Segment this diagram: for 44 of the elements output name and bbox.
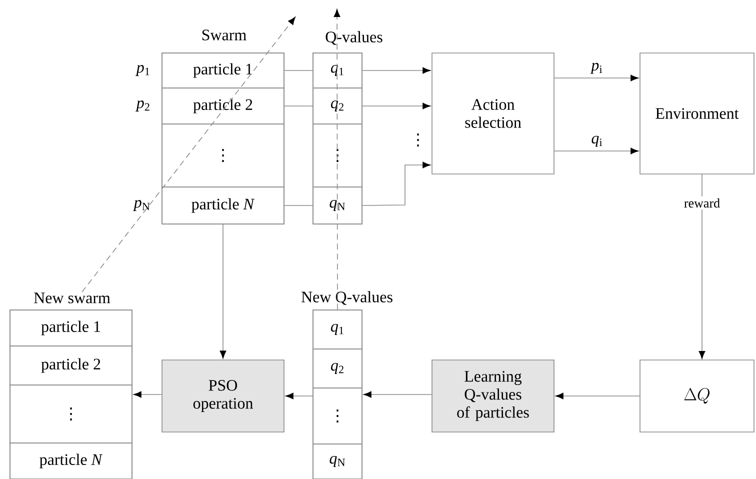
arrow	[698, 174, 706, 359]
arrow	[220, 224, 226, 358]
leader-arrow	[82, 16, 296, 292]
arrow	[554, 148, 638, 154]
table-row: particle N	[10, 442, 132, 479]
table-row: q$_{N}$	[312, 444, 362, 479]
process-box: PSO operation	[162, 360, 284, 432]
node-label: New swarm	[34, 292, 110, 304]
dots-row: ⋮	[312, 388, 362, 444]
table-row: particle N	[162, 186, 284, 224]
table-row: q$_{1}$	[312, 310, 362, 350]
row-label: p$_{N}$	[132, 200, 150, 211]
table-row: particle 1	[10, 310, 132, 346]
arrow	[556, 392, 640, 400]
arrow	[362, 102, 430, 110]
arrow	[554, 74, 638, 82]
process-box: Environment	[640, 52, 754, 174]
dots-row: ⋮	[162, 124, 284, 188]
process-box: Learning Q-values of particles	[432, 360, 554, 432]
table-row: particle 2	[162, 88, 284, 124]
arrow	[362, 162, 430, 206]
connector-line	[284, 70, 313, 71]
connector-line	[284, 205, 313, 206]
node-label: Q-values	[326, 31, 382, 45]
arrow	[364, 391, 432, 398]
edge-label: q$_{i}$	[592, 136, 602, 147]
process-box: Action selection	[432, 52, 554, 174]
arrow	[134, 391, 162, 398]
node-label: Swarm	[202, 30, 246, 40]
arrow	[286, 392, 313, 400]
table-row: particle 1	[162, 52, 284, 88]
table-row: q$_{N}$	[312, 186, 362, 224]
edge-label: p$_{i}$	[590, 62, 602, 74]
row-label: p$_{2}$	[135, 100, 150, 112]
table-row: q$_{2}$	[312, 88, 362, 124]
node-label: New Q-values	[301, 291, 392, 305]
arrow	[362, 67, 430, 74]
edge-label: reward	[682, 196, 722, 210]
table-row: particle 2	[10, 346, 132, 386]
dots-row: ⋮	[10, 384, 132, 444]
leader-arrow	[334, 9, 340, 310]
process-box: $\Delta Q$	[640, 360, 754, 432]
row-label: p$_{1}$	[135, 65, 150, 76]
table-row: q$_{2}$	[312, 348, 362, 388]
